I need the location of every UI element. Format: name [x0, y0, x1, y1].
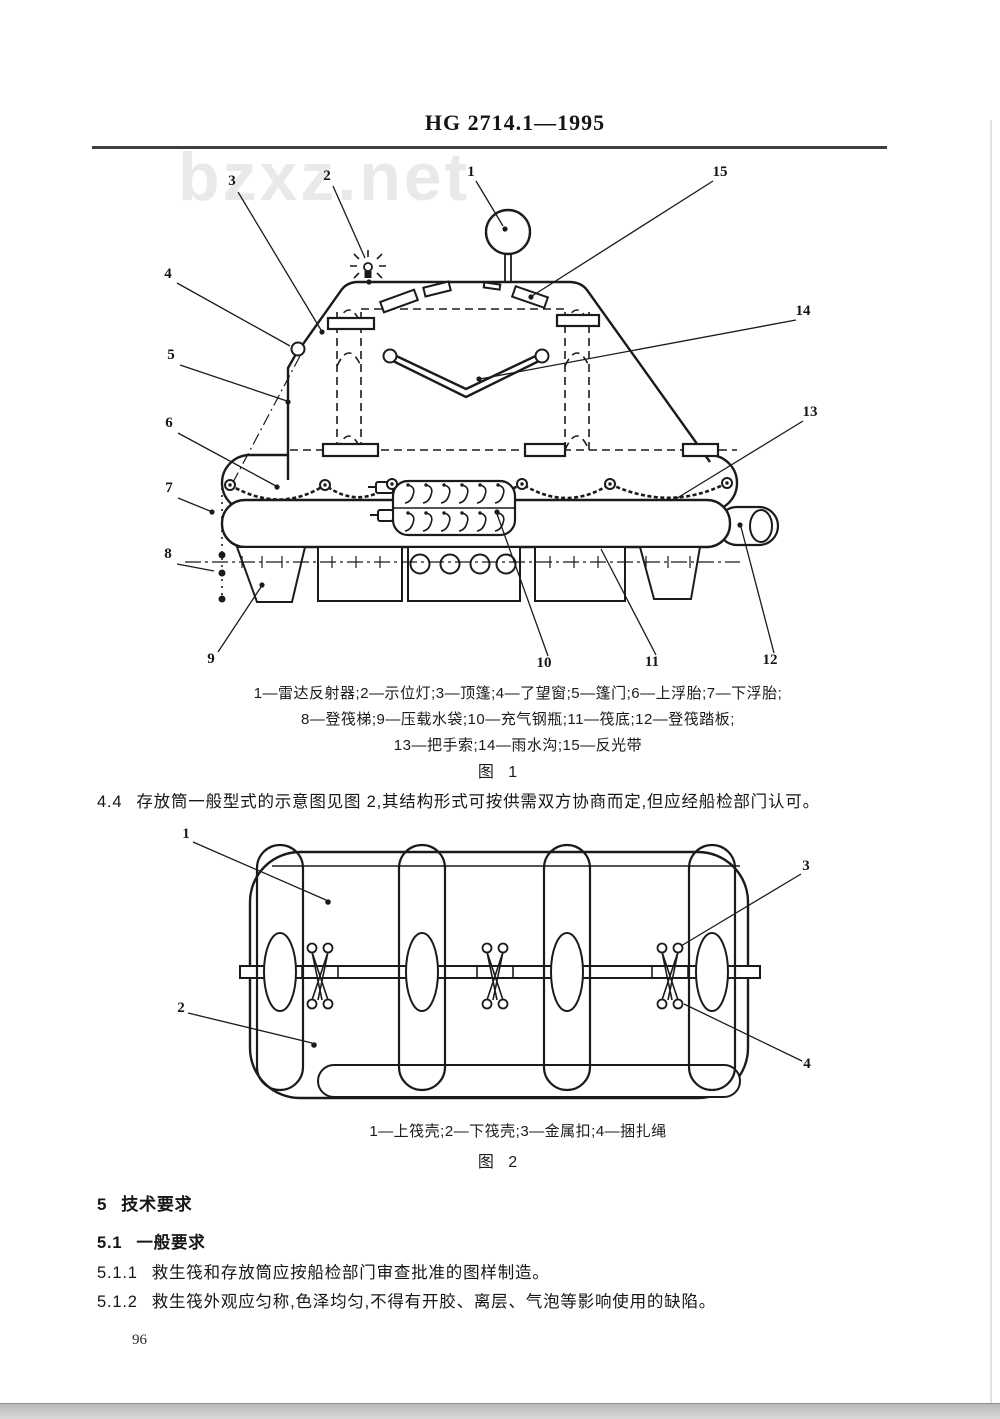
clause-4-4: 4.4 存放筒一般型式的示意图见图 2,其结构形式可按供需双方协商而定,但应经船检…: [97, 788, 820, 812]
straps: [255, 843, 737, 1092]
callout-8: 8: [164, 546, 172, 562]
standard-number-header: HG 2714.1—1995: [424, 110, 606, 135]
gas-cylinder: [368, 479, 517, 537]
callout-14: 14: [796, 303, 812, 319]
radar-reflector: [484, 208, 532, 282]
callout-2: 2: [177, 1000, 185, 1016]
callout-1: 1: [182, 826, 190, 842]
clause-5-1-2: 5.1.2 救生筏外观应匀称,色泽均匀,不得有开胶、离层、气泡等影响使用的缺陷。: [97, 1288, 716, 1312]
figure1-leader-dots: [209, 226, 743, 588]
figure1-leader-lines: [176, 180, 804, 657]
callout-1: 1: [467, 164, 475, 180]
clause-5-1-1-text: 救生筏和存放筒应按船检部门审查批准的图样制造。: [151, 1264, 550, 1282]
section-5-1-title: 一般要求: [136, 1234, 206, 1252]
clause-5-1-2-number: 5.1.2: [97, 1293, 138, 1311]
clause-5-1-1-number: 5.1.1: [97, 1264, 138, 1282]
scan-bottom-edge: [0, 1403, 1000, 1419]
callout-10: 10: [537, 655, 552, 671]
clause-5-1-1: 5.1.1 救生筏和存放筒应按船检部门审查批准的图样制造。: [97, 1259, 550, 1283]
callout-3: 3: [228, 173, 236, 189]
figure1-legend-line1: 1—雷达反射器;2—示位灯;3—顶篷;4—了望窗;5—篷门;6—上浮胎;7—下浮…: [253, 685, 783, 702]
figure2-leader-dots: [311, 899, 331, 1048]
figure2-container-diagram: 1 2 3 4: [177, 826, 811, 1100]
callout-3: 3: [802, 858, 810, 874]
figure2-leader-lines: [187, 841, 803, 1062]
section-5-heading: 5 技术要求: [97, 1190, 192, 1215]
section-5-1-number: 5.1: [97, 1234, 123, 1252]
figure2-legend: 1—上筏壳;2—下筏壳;3—金属扣;4—捆扎绳: [369, 1123, 667, 1140]
section-5-number: 5: [97, 1195, 108, 1214]
callout-15: 15: [713, 164, 728, 180]
figure1-callout-numbers: 1 2 3 4 5 6 7 8 9 10 11 12 13 14 15: [164, 164, 817, 671]
canopy-fitting-bars: [321, 313, 720, 458]
clause-4-4-text: 存放筒一般型式的示意图见图 2,其结构形式可按供需双方协商而定,但应经船检部门认…: [136, 793, 820, 811]
callout-4: 4: [164, 266, 172, 282]
callout-6: 6: [165, 415, 173, 431]
section-5-title: 技术要求: [121, 1195, 193, 1214]
callout-4: 4: [803, 1056, 811, 1072]
band-ellipses: [263, 932, 729, 1012]
callout-9: 9: [207, 651, 215, 667]
figure1-legend-line2: 8—登筏梯;9—压载水袋;10—充气钢瓶;11—筏底;12—登筏踏板;: [301, 711, 735, 728]
figure2-label: 图 2: [477, 1154, 523, 1171]
waterline: [185, 556, 740, 568]
rope-attachment-rings: [224, 477, 733, 491]
figure1-label: 图 1: [477, 764, 523, 781]
ballast-water-bags: [235, 546, 702, 603]
figure2-callout-numbers: 1 2 3 4: [177, 826, 811, 1072]
handline-rope: [229, 481, 728, 503]
callout-13: 13: [803, 404, 818, 420]
section-5-1-heading: 5.1 一般要求: [97, 1229, 206, 1253]
sight-line: [229, 355, 301, 489]
figure1-legend-line3: 13—把手索;14—雨水沟;15—反光带: [393, 737, 643, 754]
callout-7: 7: [165, 480, 173, 496]
position-light: [350, 250, 386, 285]
callout-5: 5: [167, 347, 175, 363]
callout-11: 11: [645, 654, 659, 670]
page-number: 96: [132, 1332, 147, 1348]
boarding-ladder: [218, 488, 226, 603]
lookout-window: [290, 341, 306, 357]
callout-12: 12: [763, 652, 778, 668]
lashing-ropes: [306, 942, 684, 1010]
watermark: bzxz.net: [178, 139, 471, 215]
container-bottom-lip: [317, 1064, 741, 1098]
clause-5-1-2-text: 救生筏外观应匀称,色泽均匀,不得有开胶、离层、气泡等影响使用的缺陷。: [151, 1293, 717, 1311]
callout-2: 2: [323, 168, 331, 184]
scan-edge-line: [990, 120, 992, 1404]
clause-4-4-number: 4.4: [97, 793, 123, 811]
figure1-liferaft-diagram: 1 2 3 4 5 6 7 8 9 10 11 12 13 14 15: [164, 164, 817, 671]
header-rule: [92, 146, 887, 149]
